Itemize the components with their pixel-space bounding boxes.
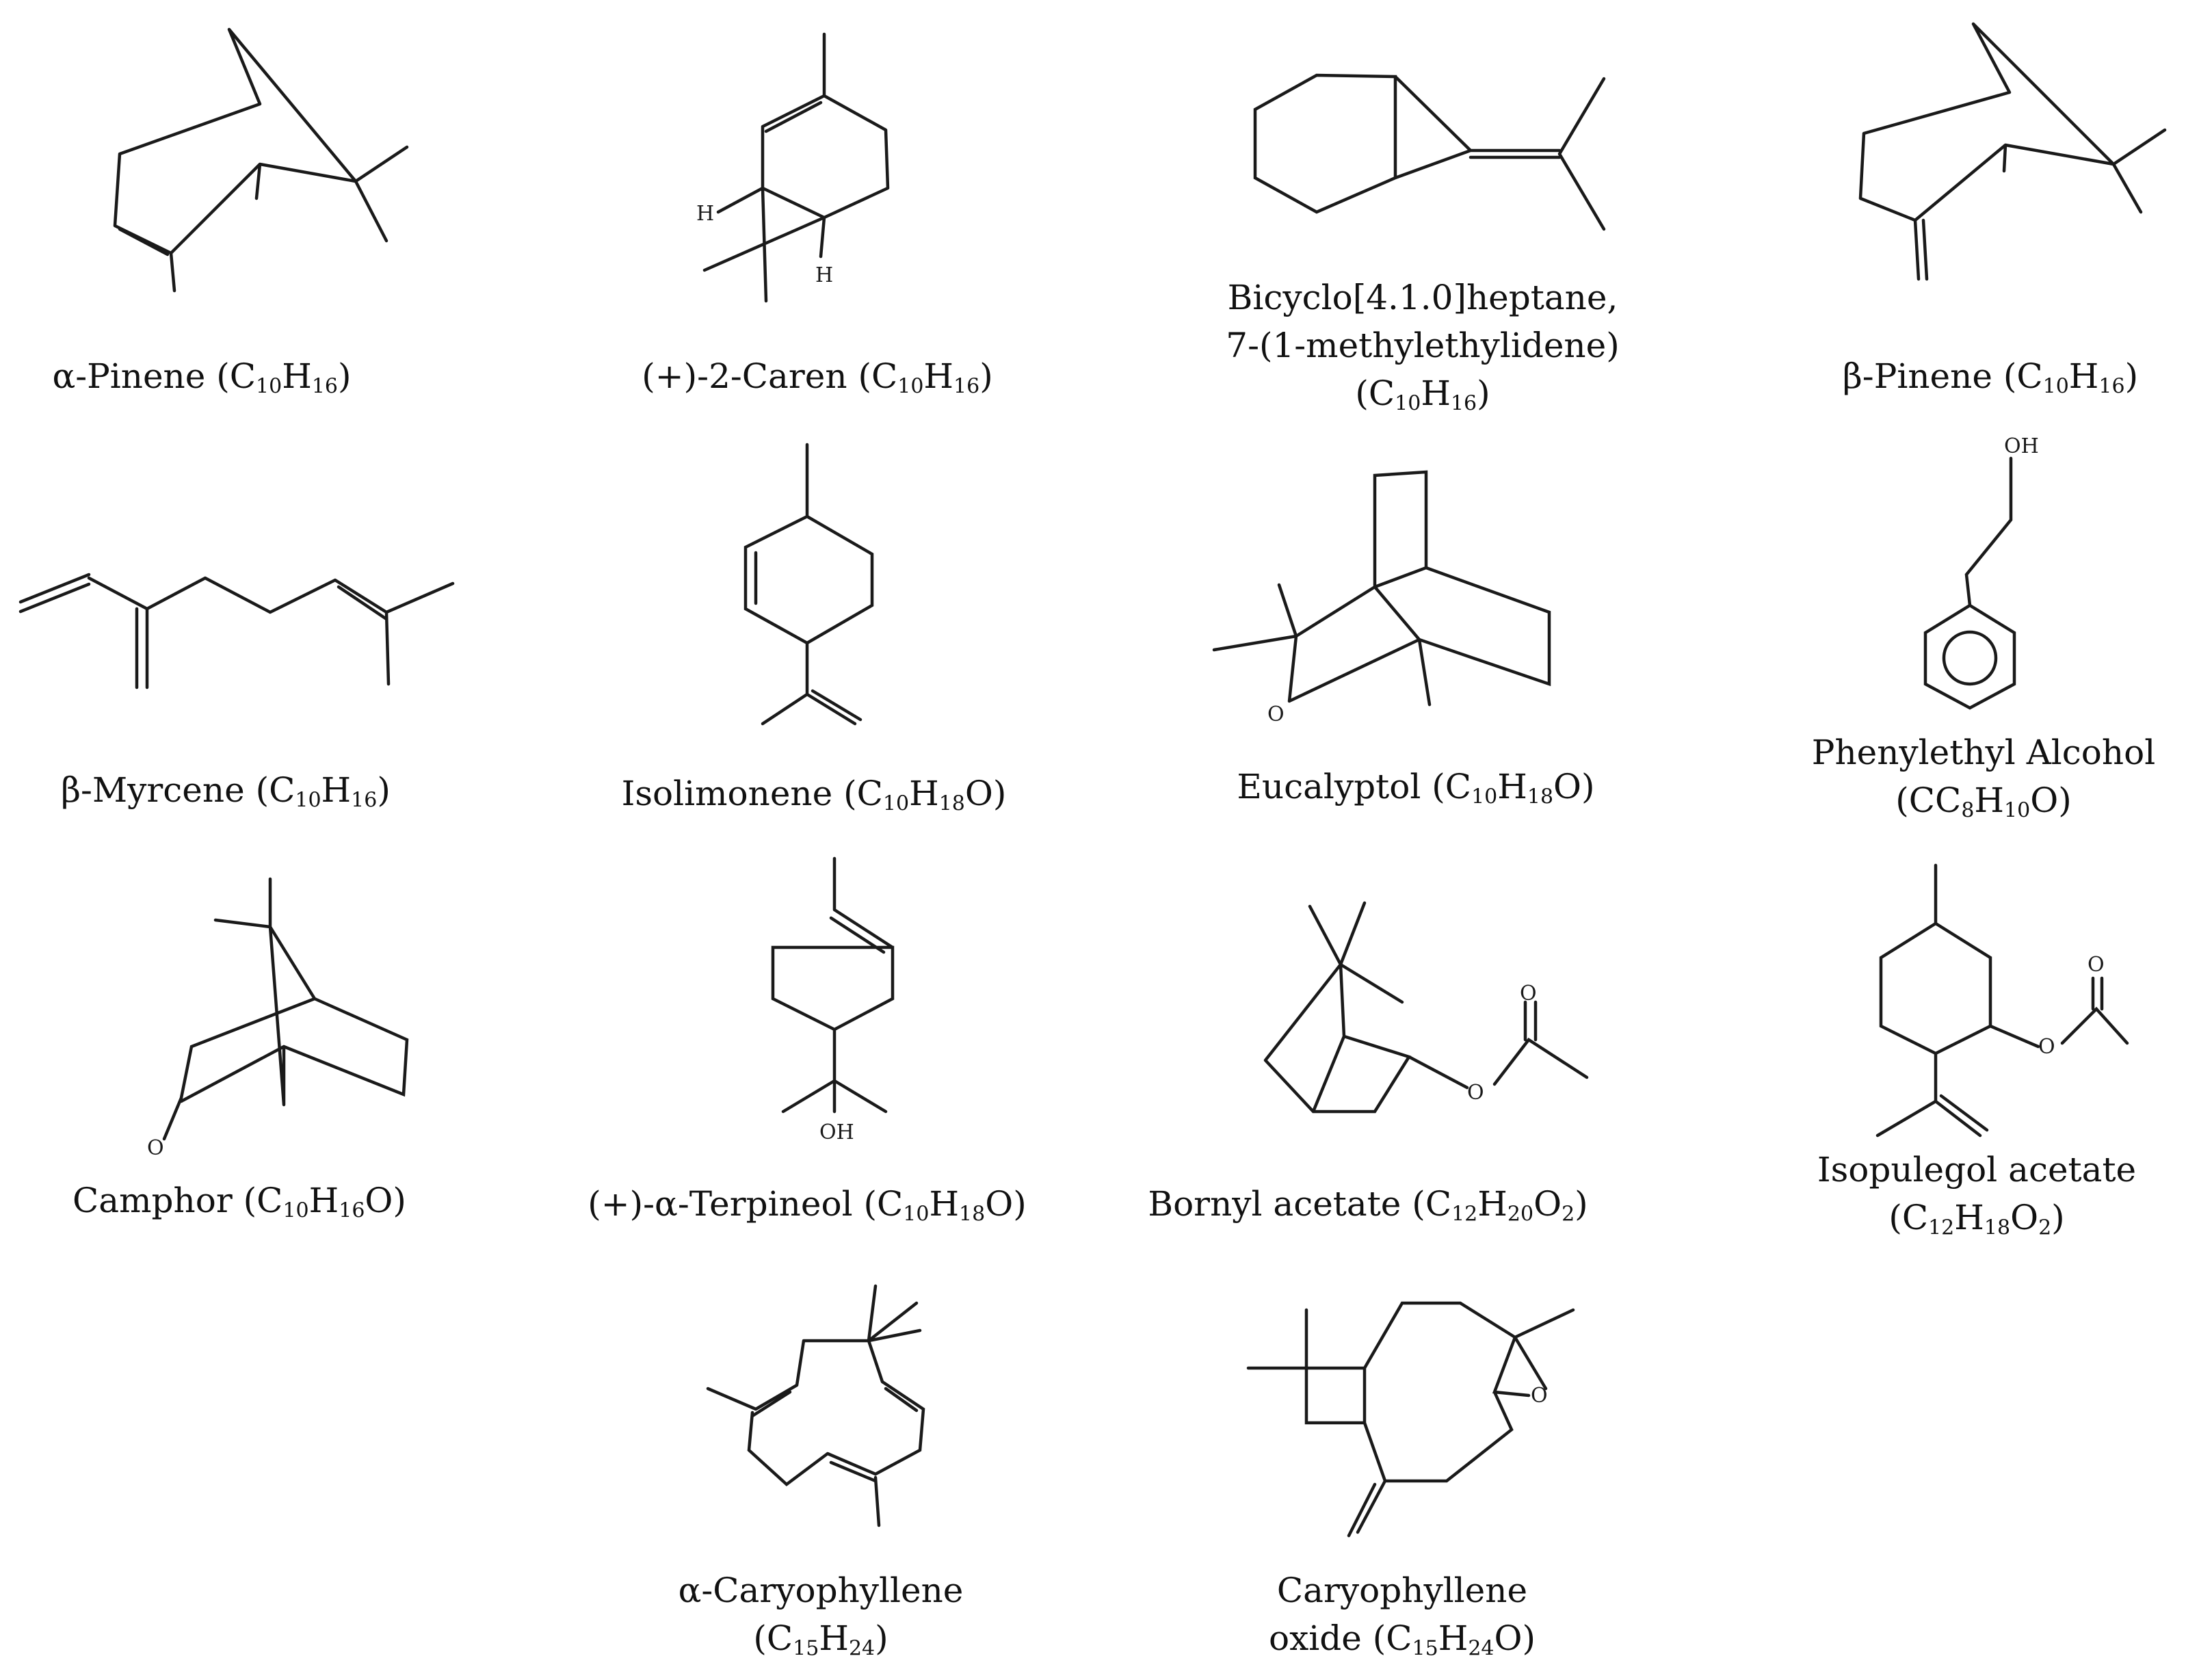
name-a-pinene: α-Pinene (52, 356, 206, 396)
svg-text:O: O (147, 1136, 164, 1160)
name-isopulegol: Isopulegol acetate (1817, 1150, 2137, 1190)
formula-b-pinene: (C10H16) (2003, 356, 2139, 399)
structure-isolimonene (743, 443, 874, 726)
caption-bornyl: Bornyl acetate (C12H20O2) (1122, 1180, 1614, 1228)
name-isolimonene: Isolimonene (621, 774, 833, 813)
structure-b-myrcene (18, 573, 455, 690)
caption-a-pinene: α-Pinene (C10H16) (27, 352, 376, 400)
caption-eucalyptol: Eucalyptol (C10H18O) (1204, 763, 1628, 811)
structure-bicyclo (1253, 73, 1606, 231)
structure-bornyl: O O (1263, 901, 1589, 1114)
name-phenylethyl: Phenylethyl Alcohol (1811, 733, 2156, 772)
formula-a-caryophyllene: (C15H24) (753, 1618, 888, 1661)
caption-a-caryophyllene: α-Caryophyllene (C15H24) (616, 1566, 1026, 1662)
structure-isopulegol: O O (1875, 863, 2129, 1138)
name-caryophyllene-oxide: Caryophyllene (1276, 1571, 1528, 1610)
structure-eucalyptol: O (1212, 470, 1551, 726)
svg-text:O: O (1467, 1081, 1484, 1105)
name-bicyclo-line2: 7-(1-methylethylidene) (1226, 326, 1620, 365)
svg-text:OH: OH (819, 1120, 854, 1144)
formula-phenylethyl: (CC8H10O) (1895, 780, 2072, 823)
name-b-pinene: β-Pinene (1842, 356, 1992, 396)
formula-b-myrcene: (C10H16) (255, 770, 391, 813)
name-a-caryophyllene: α-Caryophyllene (678, 1571, 964, 1610)
structure-a-caryophyllene (706, 1284, 925, 1527)
svg-text:H: H (696, 202, 714, 226)
svg-text:O: O (1520, 982, 1537, 1006)
structure-caryophyllene-oxide: O (1246, 1301, 1575, 1538)
structure-b-pinene (1858, 22, 2167, 281)
formula-eucalyptol: (C10H18O) (1432, 767, 1595, 809)
formula-terpineol: (C10H18O) (863, 1184, 1027, 1226)
caption-isolimonene: Isolimonene (C10H18O) (588, 770, 1040, 817)
formula-isopulegol: (C12H18O2) (1888, 1198, 2065, 1240)
structure-terpineol: OH (771, 856, 895, 1144)
structure-camphor: O (147, 877, 409, 1160)
formula-2-carene: (C10H16) (858, 356, 993, 399)
svg-text:H: H (815, 263, 833, 287)
formula-bornyl: (C12H20O2) (1412, 1184, 1588, 1226)
name-2-carene: (+)-2-Caren (642, 356, 847, 396)
svg-text:O: O (2038, 1035, 2055, 1059)
formula-isolimonene: (C10H18O) (843, 774, 1007, 816)
name-bornyl: Bornyl acetate (1148, 1184, 1412, 1224)
svg-text:OH: OH (2004, 434, 2039, 458)
caption-bicyclo: Bicyclo[4.1.0]heptane, 7-(1-methylethyli… (1163, 274, 1683, 417)
formula-camphor: (C10H16O) (243, 1181, 406, 1223)
caption-camphor: Camphor (C10H16O) (41, 1177, 438, 1224)
caption-phenylethyl: Phenylethyl Alcohol (CC8H10O) (1785, 729, 2182, 824)
name-b-myrcene: β-Myrcene (61, 770, 256, 810)
structure-a-pinene (113, 27, 409, 293)
svg-text:O: O (1531, 1384, 1548, 1408)
caption-2-carene: (+)-2-Caren (C10H16) (619, 352, 1016, 400)
caption-caryophyllene-oxide: Caryophyllene oxide (C15H24O) (1190, 1566, 1614, 1662)
caption-terpineol: (+)-α-Terpineol (C10H18O) (561, 1180, 1053, 1228)
name-camphor: Camphor (73, 1181, 233, 1220)
svg-text:O: O (2088, 953, 2105, 977)
svg-text:O: O (1267, 703, 1285, 726)
formula-bicyclo: (C10H16) (1355, 373, 1490, 416)
caption-isopulegol: Isopulegol acetate (C12H18O2) (1772, 1146, 2182, 1242)
name-eucalyptol: Eucalyptol (1237, 767, 1421, 806)
caption-b-pinene: β-Pinene (C10H16) (1819, 352, 2161, 400)
structure-2-carene: H H (696, 32, 890, 303)
name-bicyclo-line1: Bicyclo[4.1.0]heptane, (1227, 278, 1618, 317)
formula-a-pinene: (C10H16) (216, 356, 352, 399)
formula-caryophyllene-oxide: oxide (C15H24O) (1268, 1618, 1536, 1661)
name-terpineol: (+)-α-Terpineol (588, 1184, 853, 1224)
structure-phenylethyl: OH (1923, 434, 2039, 710)
caption-b-myrcene: β-Myrcene (C10H16) (27, 766, 424, 814)
